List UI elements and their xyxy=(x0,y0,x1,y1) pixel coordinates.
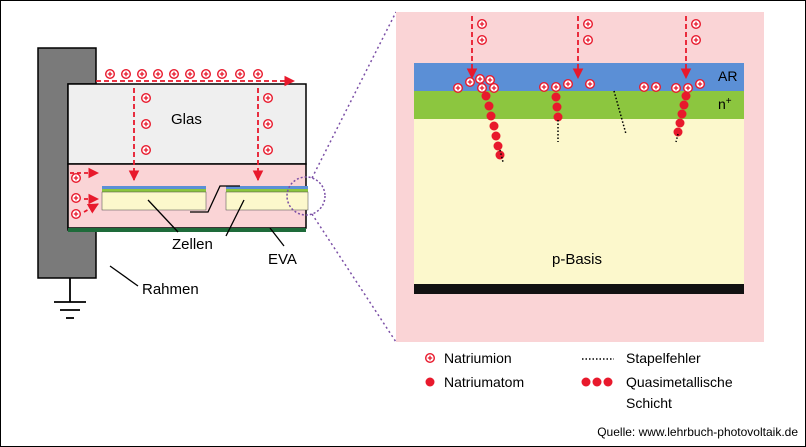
eva-ions xyxy=(70,172,82,220)
frame-label: Rahmen xyxy=(142,281,199,298)
p-base-layer xyxy=(414,118,744,284)
p-base-label: p-Basis xyxy=(552,251,602,268)
n-plus-layer xyxy=(414,91,744,119)
zoom-indicator xyxy=(286,11,397,343)
glass-label: Glas xyxy=(171,111,202,128)
legend-quasi-line2: Schicht xyxy=(626,395,672,411)
module-cross-section: Glas Zellen EVA Rahmen xyxy=(37,47,309,319)
solar-cell-right xyxy=(225,186,309,211)
legend-ion-icon xyxy=(424,352,436,364)
cell-connector xyxy=(190,185,240,213)
legend-quasi-icon xyxy=(581,377,613,387)
legend-stacking-fault: Stapelfehler xyxy=(626,350,701,366)
ar-layer xyxy=(414,63,744,91)
migration-arrow-eva-3 xyxy=(83,203,99,214)
zoomed-cell-detail: AR n+ p-Basis xyxy=(396,12,764,342)
legend-sodium-ion: Natriumion xyxy=(444,350,512,366)
legend-sodium-atom: Natriumatom xyxy=(444,374,524,390)
back-sheet xyxy=(68,228,306,232)
ar-label: AR xyxy=(718,68,737,84)
rear-contact xyxy=(414,284,744,294)
cells-label: Zellen xyxy=(172,236,213,253)
source-credit: Quelle: www.lehrbuch-photovoltaik.de xyxy=(597,425,798,439)
legend: Natriumion Natriumatom Stapelfehler Quas… xyxy=(424,350,733,411)
stacking-faults xyxy=(499,90,679,163)
solar-cell-left xyxy=(101,186,207,211)
quasi-metallic-chains xyxy=(481,91,691,160)
leader-lines xyxy=(109,199,285,287)
eva-label: EVA xyxy=(268,251,297,268)
ground-symbol xyxy=(54,278,86,319)
legend-atom-icon xyxy=(425,377,435,387)
legend-quasi-line1: Quasimetallische xyxy=(626,374,733,390)
n-layer-label: n+ xyxy=(718,96,732,112)
